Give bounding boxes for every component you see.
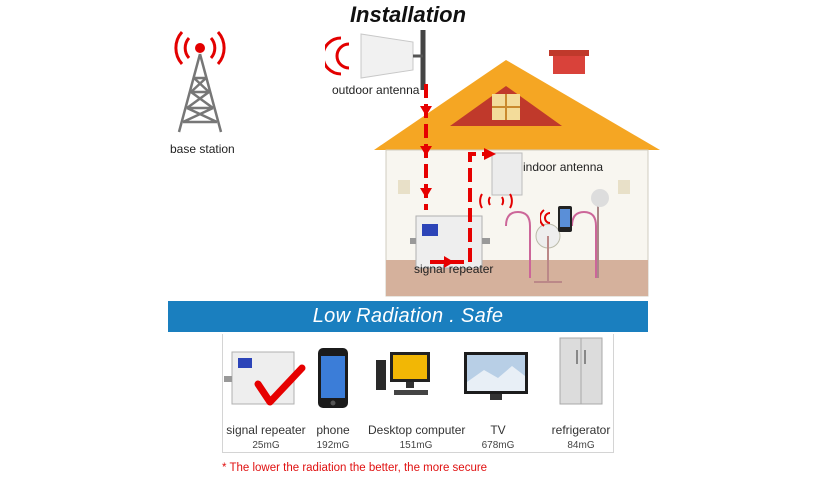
radiation-note: * The lower the radiation the better, th…: [222, 462, 488, 474]
page-title: Installation: [349, 2, 467, 27]
device-name: signal repeater: [226, 423, 306, 437]
base-station-label: base station: [170, 142, 235, 156]
device-value: 678mG: [481, 440, 515, 451]
device-name: refrigerator: [551, 423, 611, 437]
outdoor-antenna-icon: [325, 30, 426, 90]
desktop-computer-icon: [376, 352, 430, 395]
comparison-panel: [222, 334, 614, 453]
tv-icon: [464, 352, 528, 400]
indoor-antenna-icon: [491, 152, 523, 196]
radiation-banner: Low Radiation . Safe: [168, 301, 648, 332]
device-name: TV: [490, 423, 506, 437]
signal-repeater-label: signal repeater: [414, 262, 494, 276]
signal-waves-icon: [479, 193, 513, 209]
room-phone-icon: [540, 206, 572, 232]
device-value: 84mG: [567, 440, 595, 451]
phone-icon: [318, 348, 348, 408]
signal-path-arrows: [420, 84, 496, 268]
outdoor-antenna-label: outdoor antenna: [332, 83, 420, 97]
refrigerator-icon: [559, 337, 603, 405]
device-name: phone: [316, 423, 350, 437]
device-value: 192mG: [316, 440, 350, 451]
indoor-antenna-label: indoor antenna: [523, 160, 604, 174]
base-station-icon: [174, 31, 226, 133]
device-name: Desktop computer: [368, 423, 466, 437]
device-value: 151mG: [399, 440, 433, 451]
device-value: 25mG: [252, 440, 280, 451]
signal-repeater-icon: [224, 351, 306, 406]
